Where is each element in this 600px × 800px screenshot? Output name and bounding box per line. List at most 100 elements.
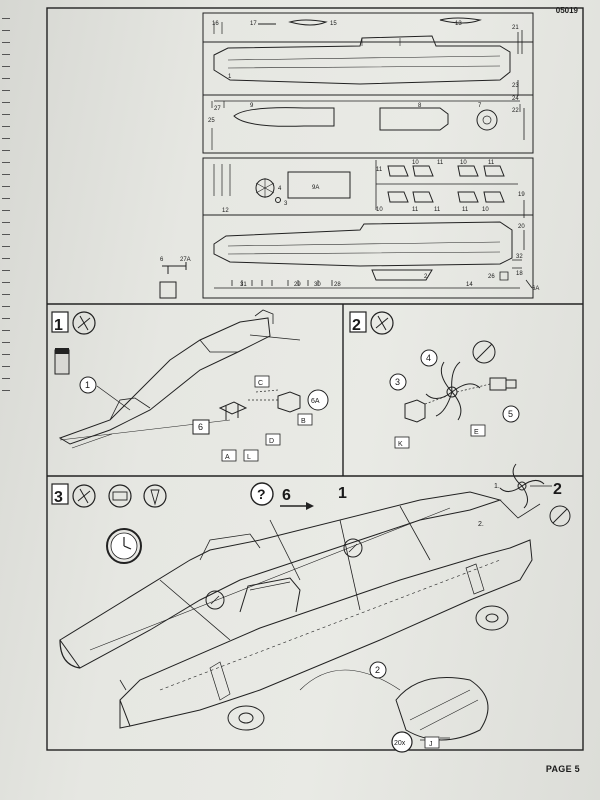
sprue-b-label: 2 — [424, 274, 428, 280]
sprue-b-label: 20 — [518, 224, 525, 230]
step-3-callout: 2 — [375, 665, 380, 675]
binding-tick — [2, 354, 10, 355]
loose-parts — [159, 262, 187, 299]
step-3-number-badge — [51, 483, 69, 505]
sprue-b-label: 18 — [516, 271, 523, 277]
step-1-sprue-tag: C — [258, 380, 263, 387]
glue-icon — [72, 311, 96, 335]
binding-tick — [2, 210, 10, 211]
sprue-b-label: 29 — [294, 282, 301, 288]
sprue-b-label: 10 — [460, 160, 467, 166]
sprue-b-label: 6A — [532, 286, 539, 292]
sprue-a-label: 24 — [512, 96, 519, 102]
binding-tick — [2, 270, 10, 271]
help-icon: ? — [250, 482, 274, 506]
glue-icon — [370, 311, 394, 335]
binding-tick — [2, 330, 10, 331]
binding-tick — [2, 54, 10, 55]
sprue-a-label: 17 — [250, 21, 257, 27]
sprue-b-label: 11 — [434, 207, 441, 213]
step-3-sprue-tag: J — [429, 741, 433, 748]
binding-tick — [2, 306, 10, 307]
clock-icon — [106, 528, 142, 564]
step-1-sprue-tag: L — [247, 454, 251, 461]
step-2-assembly — [404, 340, 517, 423]
binding-tick — [2, 342, 10, 343]
sprue-a — [202, 12, 534, 154]
binding-tick — [2, 258, 10, 259]
sprue-b-label: 9A — [312, 185, 319, 191]
sprue-b-label: 10 — [482, 207, 489, 213]
binding-tick — [2, 78, 10, 79]
step-3-number: 3 — [54, 489, 63, 506]
page-number: PAGE 5 — [545, 764, 580, 774]
sprue-a-label: 23 — [512, 83, 519, 89]
step-2-sprue-tag: E — [474, 429, 479, 436]
binding-tick — [2, 222, 10, 223]
loose-part-label: 6 — [160, 257, 164, 263]
step-1-callout: 6A — [311, 398, 320, 405]
sprue-b-label: 4 — [278, 186, 282, 192]
sprue-a-label: 22 — [512, 108, 519, 114]
step-3-arrow-label: 6 — [282, 487, 291, 504]
binding-tick — [2, 174, 10, 175]
step-3-substep: 2. — [478, 521, 484, 528]
binding-tick — [2, 162, 10, 163]
paint-pot-icon — [54, 348, 70, 375]
binding-tick — [2, 390, 10, 391]
sprue-a-label: 9 — [250, 103, 254, 109]
sprue-b-label: 32 — [516, 254, 523, 260]
step-2-number: 2 — [352, 317, 361, 334]
sprue-a-label: 7 — [478, 103, 482, 109]
step-3-multiplier: 20x — [394, 740, 406, 747]
sprue-a-label: 8 — [418, 103, 422, 109]
direction-arrow — [280, 502, 314, 510]
step-1-number-badge — [51, 311, 69, 333]
svg-text:?: ? — [257, 486, 266, 502]
binding-tick — [2, 246, 10, 247]
step-1-callouts: 1 6 6A C B D A L — [79, 375, 329, 462]
step-1-number: 1 — [54, 317, 63, 334]
step-3-callouts: 1 2 2 1. 2. J 20x — [338, 481, 562, 753]
step-2-callout: 4 — [426, 353, 431, 363]
sprue-b-label: 19 — [518, 192, 525, 198]
sprue-b-label: 12 — [222, 208, 229, 214]
sprue-a-labels: 16 17 15 13 21 1 23 24 9 8 7 27 25 22 — [208, 21, 519, 124]
sprue-b-label: 11 — [412, 207, 419, 213]
paint-brush-icon — [143, 484, 167, 508]
sprue-b-label: 11 — [462, 207, 469, 213]
sprue-a-label: 16 — [212, 21, 219, 27]
step-1-sprue-tag: B — [301, 418, 306, 425]
sprue-b-label: 3 — [284, 201, 288, 207]
step-2-callout: 3 — [395, 377, 400, 387]
step-1-sprue-tag: A — [225, 454, 230, 461]
step-2-number-badge — [349, 311, 367, 333]
binding-tick — [2, 234, 10, 235]
sprue-b-label: 26 — [488, 274, 495, 280]
binding-tick — [2, 138, 10, 139]
binding-tick — [2, 282, 10, 283]
sprue-b-label: 11 — [488, 160, 495, 166]
sprue-b-label: 11 — [376, 167, 383, 173]
loose-part-label: 27A — [180, 257, 191, 263]
binding-edge — [0, 0, 14, 800]
step-2-callouts: 4 3 5 K E — [389, 349, 520, 449]
binding-tick — [2, 186, 10, 187]
sprue-b-label: 11 — [437, 160, 444, 166]
step-3-substep: 1. — [494, 483, 500, 490]
sprue-b-label: 14 — [466, 282, 473, 288]
binding-tick — [2, 102, 10, 103]
binding-tick — [2, 150, 10, 151]
binding-tick — [2, 90, 10, 91]
step-2-sprue-tag: K — [398, 441, 403, 448]
binding-tick — [2, 114, 10, 115]
step-3-callout: 1 — [338, 485, 347, 502]
step-1-sprue-tag: D — [269, 438, 274, 445]
page-frame — [46, 7, 584, 751]
sprue-a-label: 1 — [228, 74, 232, 80]
clamp-icon — [108, 484, 132, 508]
sprue-b-label: 31 — [240, 282, 247, 288]
binding-tick — [2, 66, 10, 67]
sprue-b-label: 10 — [412, 160, 419, 166]
